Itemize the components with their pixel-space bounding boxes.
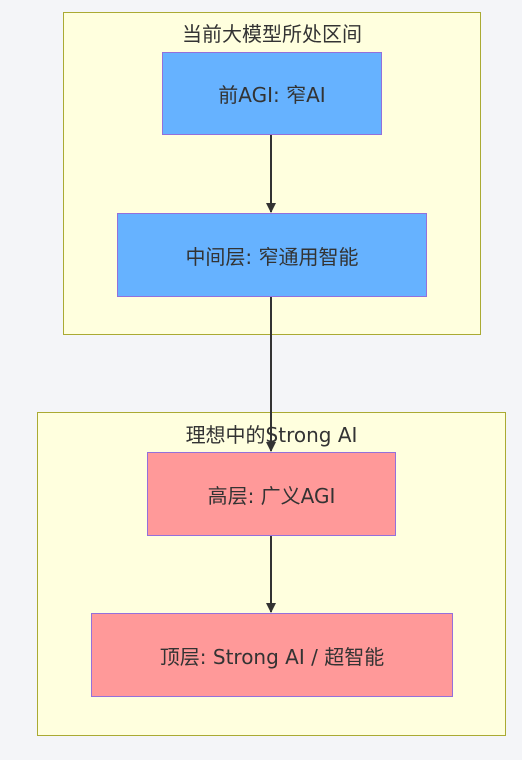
node-high-layer: 高层: 广义AGI (147, 452, 396, 536)
node-pre-agi: 前AGI: 窄AI (162, 52, 382, 135)
node-pre-agi-label: 前AGI: 窄AI (218, 83, 326, 107)
node-top-layer-label: 顶层: Strong AI / 超智能 (159, 644, 385, 669)
cluster-ideal-title: 理想中的Strong AI (185, 423, 358, 447)
node-high-layer-label: 高层: 广义AGI (207, 483, 336, 508)
node-middle-layer: 中间层: 窄通用智能 (117, 213, 427, 297)
node-middle-layer-label: 中间层: 窄通用智能 (185, 244, 359, 269)
cluster-current-title: 当前大模型所处区间 (182, 22, 362, 46)
node-top-layer: 顶层: Strong AI / 超智能 (91, 613, 453, 697)
